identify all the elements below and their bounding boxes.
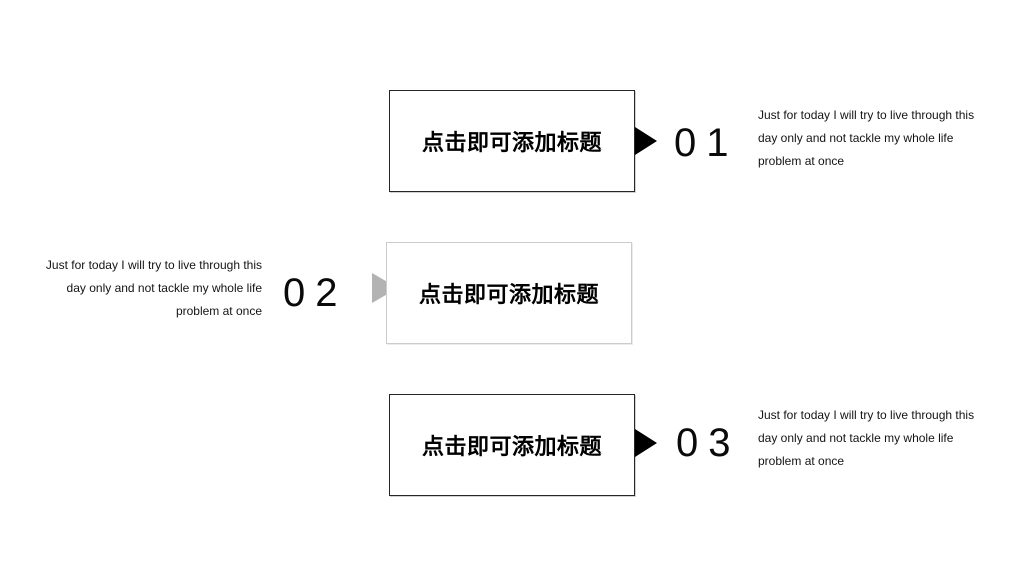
- description-line: day only and not tackle my whole life: [758, 131, 954, 145]
- arrow-right-icon-3: [635, 429, 657, 457]
- arrow-right-icon-1: [635, 127, 657, 155]
- description-line: Just for today I will try to live throug…: [758, 108, 975, 122]
- description-line: Just for today I will try to live throug…: [758, 408, 975, 422]
- description-line: Just for today I will try to live throug…: [45, 258, 262, 272]
- title-placeholder-text-1: 点击即可添加标题: [421, 130, 602, 155]
- step-number-2: 02: [283, 271, 348, 315]
- step-number-3: 03: [676, 421, 741, 465]
- description-block-2: Just for today I will try to live throug…: [26, 254, 262, 323]
- title-placeholder-box-1[interactable]: 点击即可添加标题: [389, 90, 635, 192]
- description-line: problem at once: [758, 454, 845, 468]
- description-line: problem at once: [758, 154, 845, 168]
- title-placeholder-box-2[interactable]: 点击即可添加标题: [386, 242, 632, 344]
- description-line: day only and not tackle my whole life: [758, 431, 954, 445]
- title-placeholder-text-2: 点击即可添加标题: [418, 282, 599, 307]
- title-placeholder-box-3[interactable]: 点击即可添加标题: [389, 394, 635, 496]
- description-line: problem at once: [175, 304, 262, 318]
- title-placeholder-text-3: 点击即可添加标题: [421, 434, 602, 459]
- description-block-1: Just for today I will try to live throug…: [758, 104, 994, 173]
- description-block-3: Just for today I will try to live throug…: [758, 404, 994, 473]
- description-line: day only and not tackle my whole life: [66, 281, 262, 295]
- step-number-1: 01: [674, 121, 739, 165]
